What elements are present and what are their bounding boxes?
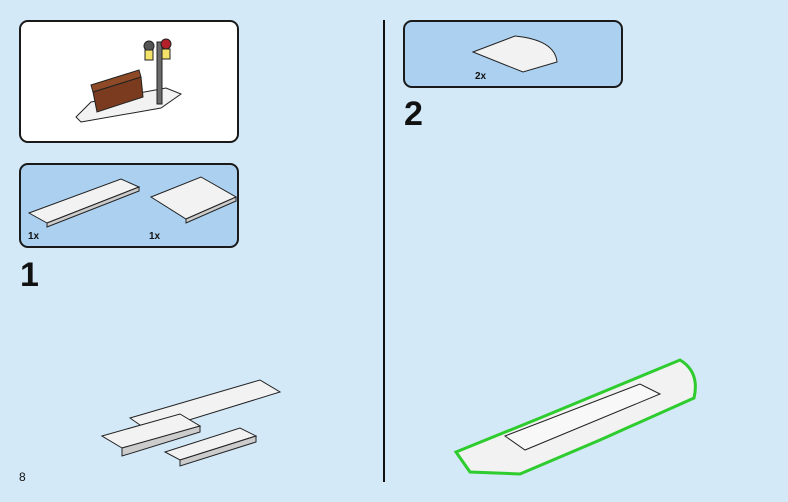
part-quantity: 1x: [28, 231, 40, 242]
round-corner-plate-icon: [471, 35, 558, 73]
step2-parts-box: 2x: [403, 20, 623, 88]
plate-4x6-icon: [149, 176, 238, 224]
model-preview-panel: [19, 20, 239, 143]
part-quantity: 1x: [149, 231, 161, 242]
bench-lamp-model-illustration: [75, 38, 183, 123]
page-number: 8: [19, 470, 26, 484]
part-quantity: 2x: [475, 71, 487, 82]
step1-parts-box: 1x 1x: [19, 163, 239, 248]
step-number: 2: [404, 95, 423, 133]
column-divider: [383, 20, 385, 482]
plate-2x8-icon: [27, 178, 141, 228]
step-number: 1: [20, 256, 39, 294]
